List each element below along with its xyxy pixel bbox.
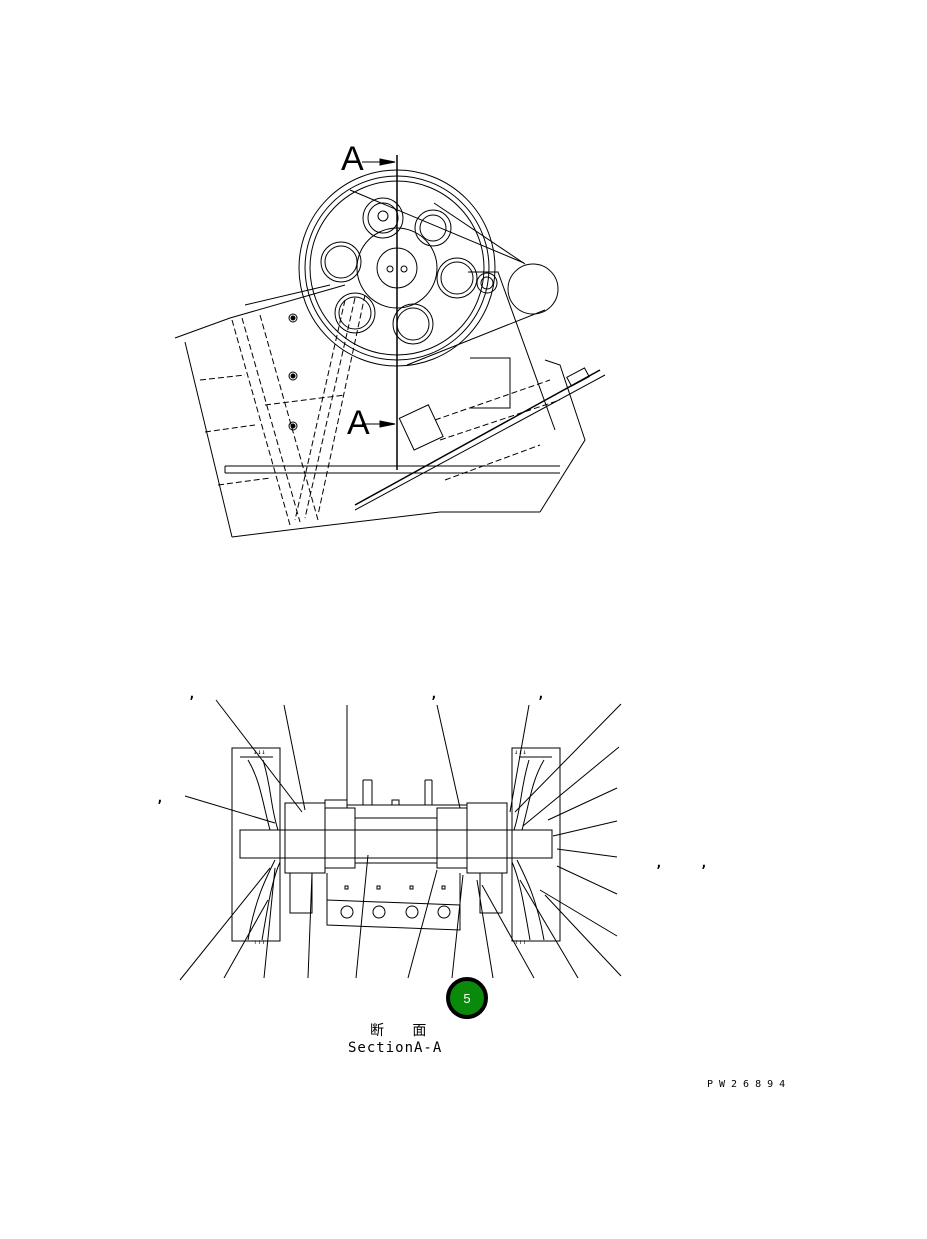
leader-comma: , [188,687,196,702]
svg-text:↑↑↑: ↑↑↑ [514,938,527,946]
svg-text:↑↑↑: ↑↑↑ [253,938,266,946]
callout-number: 5 [463,990,471,1006]
part-callout-5[interactable]: 5 [446,977,488,1019]
leader-comma: , [537,687,545,702]
leader-comma: , [430,687,438,702]
leader-lines [179,699,622,981]
section-marker-bottom: A [347,404,370,442]
svg-text:↓↓↓: ↓↓↓ [253,748,266,756]
section-caption-english: SectionA-A [348,1040,443,1056]
leader-comma: , [156,791,164,806]
leader-comma: , [655,856,663,871]
upper-elevation-view [174,155,606,538]
section-caption-japanese: 断 面 [370,1023,437,1039]
section-a-a-view: ↓↓↓ ↓↓↓ ↑↑↑ ↑↑↑ [179,699,622,981]
drawing-reference-code: PW26894 [707,1079,792,1090]
section-marker-top: A [341,140,364,178]
leader-comma: , [700,856,708,871]
